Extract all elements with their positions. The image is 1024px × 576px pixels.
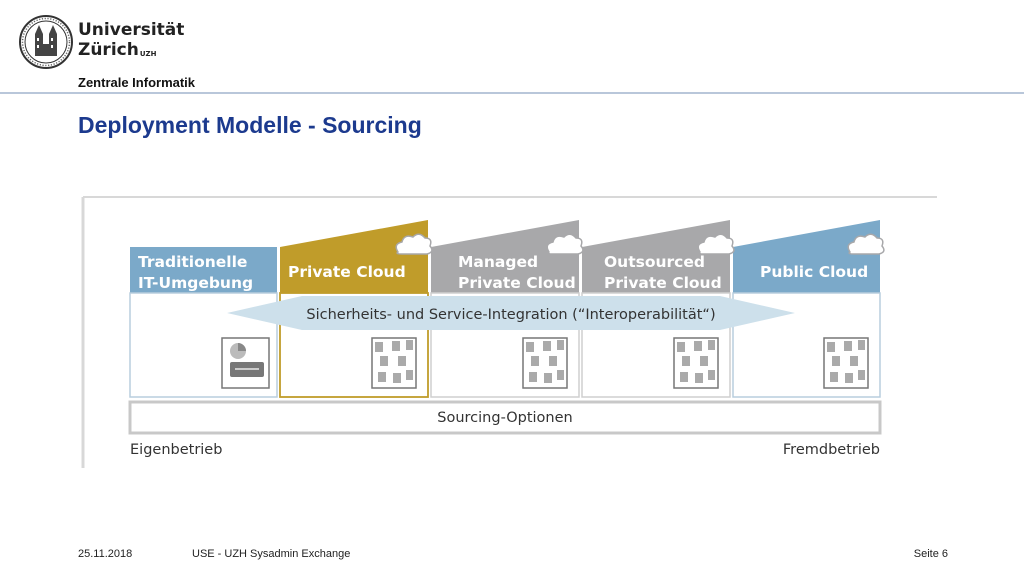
server-network-icon [673,337,719,389]
cloud-icon [546,233,584,255]
department-label: Zentrale Informatik [78,75,196,90]
model-label-public-cloud: Public Cloud [760,263,869,281]
fremdbetrieb-label: Fremdbetrieb [783,442,880,458]
sourcing-options-label: Sourcing-Optionen [437,410,572,426]
model-header-public-cloud [733,220,880,293]
university-city: Zürich [78,40,139,60]
sourcing-options-bar [128,400,882,435]
footer-event: USE - UZH Sysadmin Exchange [192,548,351,560]
model-label-traditional: Traditionelle IT-Umgebung [138,253,254,292]
cloud-icon [697,233,735,255]
uzh-seal-logo [19,15,73,69]
model-header-traditional [130,247,277,293]
server-network-icon [371,337,417,389]
slide-title: Deployment Modelle - Sourcing [78,112,422,138]
header-divider [0,92,1024,94]
server-network-icon [522,337,568,389]
eigenbetrieb-label: Eigenbetrieb [130,442,222,458]
footer-page-number: Seite 6 [913,548,948,560]
integration-arrow-label: Sicherheits- und Service-Integration (“I… [306,307,715,323]
model-label-managed-private-cloud: Managed Private Cloud [458,253,576,292]
cloud-icon [847,233,885,255]
model-label-outsourced-private-cloud: Outsourced Private Cloud [604,253,722,292]
integration-double-arrow [227,296,795,330]
model-header-private-cloud [280,220,428,293]
deployment-models-diagram: Sicherheits- und Service-Integration (“I… [81,196,937,468]
model-header-outsourced-private-cloud [582,220,730,293]
local-server-icon [221,337,270,389]
model-header-managed-private-cloud [431,220,579,293]
server-network-icon [823,337,869,389]
model-label-private-cloud: Private Cloud [288,263,406,281]
university-logo-text: Universität ZürichUZH [78,20,184,60]
footer-date: 25.11.2018 [78,548,133,560]
university-name: Universität [78,20,185,40]
cloud-icon [395,233,433,255]
university-abbr: UZH [139,50,157,58]
